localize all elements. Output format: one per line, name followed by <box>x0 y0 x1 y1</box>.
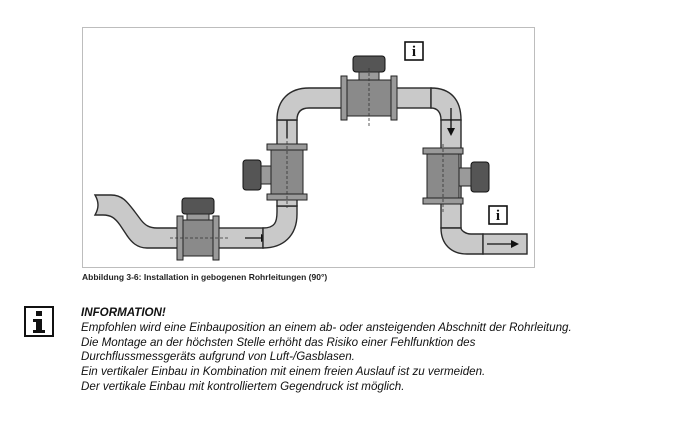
outlet-elbow <box>440 227 484 255</box>
information-line: Der vertikale Einbau mit kontrolliertem … <box>81 379 405 393</box>
pipe-installation-diagram: .pipe { fill: #c9c9c9; stroke: #2a2a2a; … <box>93 41 528 261</box>
flowmeter-4 <box>422 144 490 214</box>
svg-text:i: i <box>412 44 416 60</box>
info-icon <box>24 306 54 337</box>
information-title: INFORMATION! <box>81 306 166 319</box>
info-icon: i <box>488 205 508 225</box>
inlet-pipe <box>93 194 184 249</box>
installation-figure: .pipe { fill: #c9c9c9; stroke: #2a2a2a; … <box>82 27 535 268</box>
information-text: INFORMATION! Empfohlen wird eine Einbaup… <box>81 306 572 395</box>
top-right-elbow <box>430 87 462 121</box>
information-line: Ein vertikaler Einbau in Kombination mit… <box>81 365 486 379</box>
flowmeter-3 <box>340 55 398 128</box>
flowmeter-2 <box>242 136 308 208</box>
info-icon: i <box>404 41 424 61</box>
flowmeter-1 <box>170 197 229 261</box>
information-line: Die Montage an der höchsten Stelle erhöh… <box>81 335 476 349</box>
information-line: Empfohlen wird eine Einbauposition an ei… <box>81 320 572 334</box>
figure-caption: Abbildung 3-6: Installation in gebogenen… <box>82 272 328 282</box>
top-left-elbow <box>276 87 346 121</box>
elbow-up <box>262 205 298 249</box>
information-line: Durchflussmessgeräts aufgrund von Luft-/… <box>81 350 355 364</box>
svg-text:i: i <box>496 208 500 224</box>
